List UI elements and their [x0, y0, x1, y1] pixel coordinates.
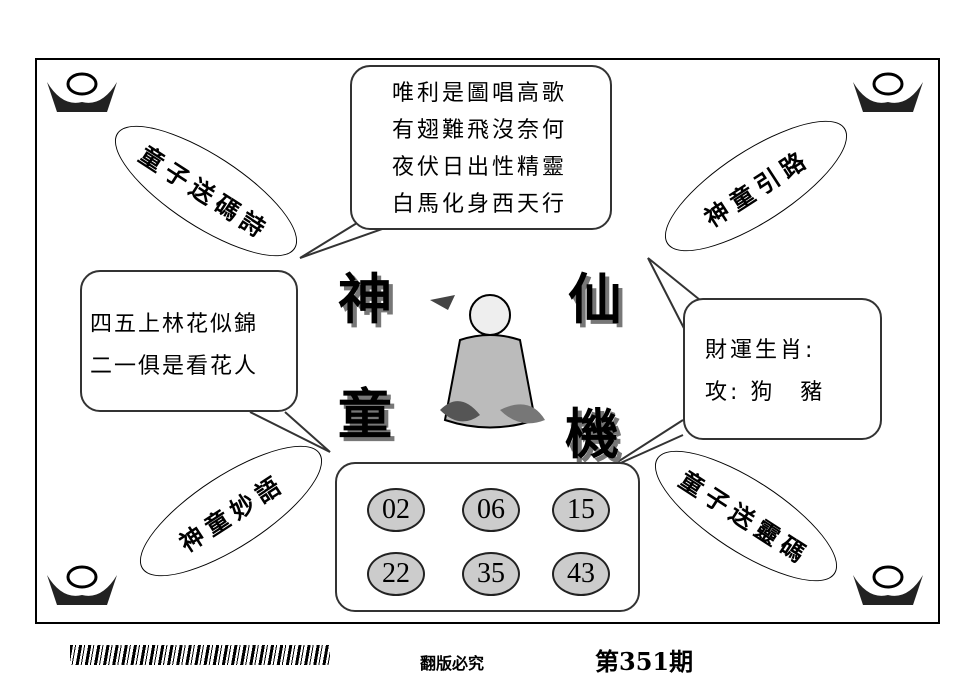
zodiac-value: 攻: 狗 豬 — [705, 380, 826, 405]
zodiac-box: 財運生肖: 攻: 狗 豬 — [683, 298, 882, 440]
gold-ingot-icon — [853, 72, 923, 112]
number-ball: 02 — [367, 488, 425, 532]
poem-line: 有翅難飛沒奈何 — [392, 118, 568, 143]
numbers-box: 02 06 15 22 35 43 — [335, 462, 640, 612]
gold-ingot-icon — [47, 565, 117, 605]
poem-line: 唯利是圖唱高歌 — [392, 81, 568, 106]
number-ball: 35 — [462, 552, 520, 596]
number-ball: 06 — [462, 488, 520, 532]
number-ball: 22 — [367, 552, 425, 596]
number-ball: 15 — [552, 488, 610, 532]
page-frame — [35, 58, 940, 624]
poem-line: 夜伏日出性精靈 — [392, 155, 568, 180]
title-char: 童 — [338, 383, 392, 446]
copyright-notice: 翻版必究 — [420, 654, 485, 673]
gold-ingot-icon — [47, 72, 117, 112]
zodiac-title: 財運生肖: — [705, 338, 816, 363]
hint-line: 四五上林花似錦 — [90, 312, 259, 337]
hint-line: 二一俱是看花人 — [90, 354, 259, 379]
title-char: 神 — [338, 268, 392, 331]
number-ball: 43 — [552, 552, 610, 596]
poem-box: 唯利是圖唱高歌 有翅難飛沒奈何 夜伏日出性精靈 白馬化身西天行 — [350, 65, 612, 230]
child-illustration — [430, 294, 545, 429]
title-char: 仙 — [568, 268, 622, 331]
gold-ingot-icon — [853, 565, 923, 605]
barcode — [70, 645, 330, 665]
title-char: 機 — [565, 403, 619, 466]
poem-line: 白馬化身西天行 — [392, 192, 568, 217]
hint-box: 四五上林花似錦 二一俱是看花人 — [80, 270, 298, 412]
issue-number: 第351期 — [595, 647, 694, 676]
